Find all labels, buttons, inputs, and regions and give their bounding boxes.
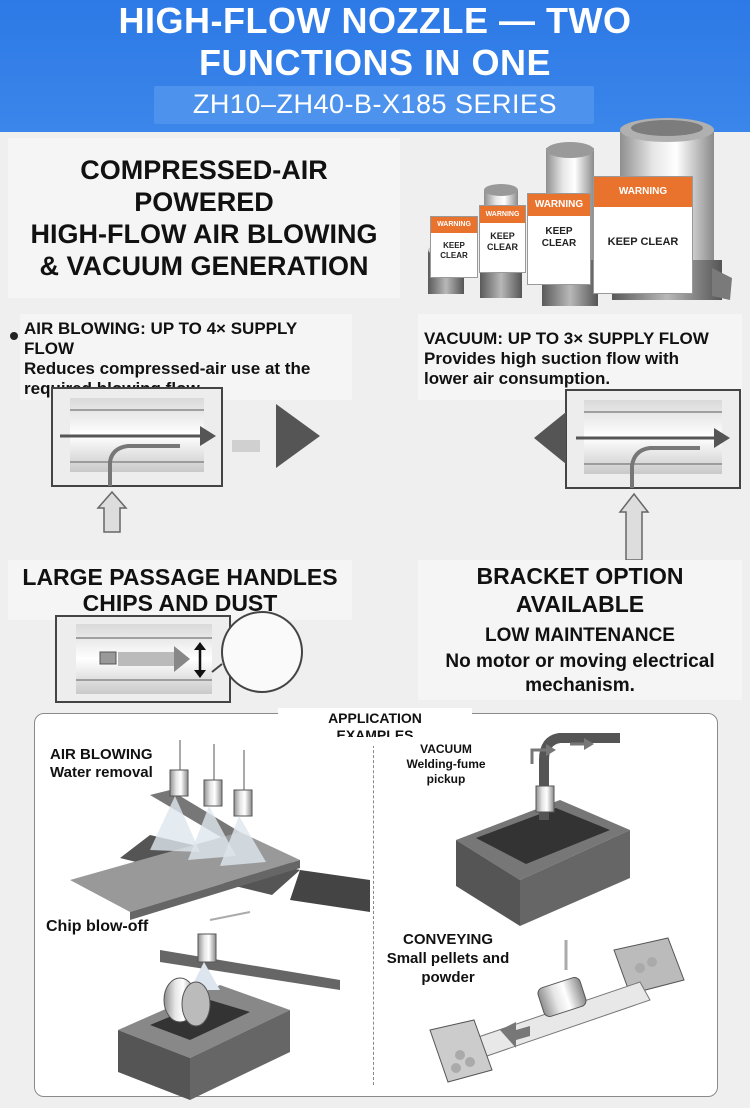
- page-header: HIGH-FLOW NOZZLE — TWO FUNCTIONS IN ONE …: [0, 0, 750, 132]
- chip-blowoff-illustration: [118, 911, 340, 1100]
- app-air-blowing-label: AIR BLOWING Water removal: [50, 746, 153, 782]
- series-bar: [154, 86, 594, 124]
- warning-tag-body: KEEP CLEAR: [440, 241, 468, 260]
- panel-divider: [373, 735, 374, 1085]
- maintenance-desc-line2: mechanism.: [525, 675, 635, 696]
- warning-tag-body: KEEP CLEAR: [541, 226, 577, 249]
- intro-line3: HIGH-FLOW AIR BLOWING: [30, 219, 378, 249]
- app-air-blowing-title: AIR BLOWING: [50, 746, 153, 763]
- bracket-heading: BRACKET OPTION AVAILABLE: [418, 562, 742, 618]
- app-vacuum-label: VACUUM Welding-fume pickup: [384, 742, 508, 787]
- app-conveying-label: CONVEYING Small pellets and powder: [376, 930, 520, 987]
- bracket-line2: AVAILABLE: [515, 591, 645, 617]
- passage-heading: LARGE PASSAGE HANDLES CHIPS AND DUST: [8, 564, 352, 616]
- warning-tag-2: WARNING KEEP CLEAR: [479, 205, 526, 273]
- intro-line1: COMPRESSED-AIR: [80, 155, 328, 185]
- series-label: ZH10–ZH40-B-X185 SERIES: [192, 89, 558, 119]
- passage-line2: CHIPS AND DUST: [82, 590, 278, 616]
- maintenance-desc-line1: No motor or moving electrical: [445, 651, 715, 672]
- vacuum-title: VACUUM: UP TO 3× SUPPLY FLOW: [424, 329, 709, 348]
- app-vacuum-title: VACUUM: [420, 742, 472, 756]
- air-blowing-title: AIR BLOWING: UP TO 4× SUPPLY FLOW: [24, 319, 354, 359]
- bracket-box: [418, 560, 742, 700]
- warning-tag-3: WARNING KEEP CLEAR: [527, 193, 591, 285]
- warning-tag-header: WARNING: [431, 217, 477, 233]
- air-blowing-title-line1: AIR BLOWING: UP TO 4× SUPPLY: [24, 319, 298, 338]
- passage-line1: LARGE PASSAGE HANDLES: [22, 564, 338, 590]
- warning-tag-body: KEEP CLEAR: [607, 236, 679, 248]
- conveying-illustration: [429, 937, 685, 1083]
- air-blowing-desc-line1: Reduces compressed-air use at the: [24, 359, 311, 378]
- page-title: HIGH-FLOW NOZZLE — TWO FUNCTIONS IN ONE: [0, 0, 750, 84]
- app-conveying-sub2: powder: [421, 969, 475, 986]
- application-title-line1: APPLICATION: [328, 710, 422, 726]
- app-air-blowing-sub: Water removal: [50, 764, 153, 781]
- app-conveying-title: CONVEYING: [402, 931, 493, 948]
- warning-tag-1: WARNING KEEP CLEAR: [430, 216, 478, 278]
- app-vacuum-sub1: Welding-fume: [406, 757, 486, 771]
- bullet-dot: [10, 332, 18, 340]
- air-blowing-box: [20, 314, 352, 400]
- warning-tag-body: KEEP CLEAR: [487, 231, 518, 252]
- page-title-line2: FUNCTIONS IN ONE: [198, 42, 551, 83]
- vacuum-box: [418, 314, 742, 400]
- warning-tag-header: WARNING: [528, 194, 590, 216]
- intro-line2: POWERED: [134, 187, 274, 217]
- passage-box: [8, 560, 352, 620]
- water-removal-illustration: [70, 740, 370, 920]
- intro-heading: COMPRESSED-AIR POWERED HIGH-FLOW AIR BLO…: [8, 154, 400, 282]
- app-conveying-sub1: Small pellets and: [386, 950, 510, 967]
- application-title-line2: EXAMPLES: [336, 727, 414, 737]
- maintenance-desc: No motor or moving electrical mechanism.: [418, 650, 742, 698]
- warning-tag-header: WARNING: [594, 177, 692, 207]
- maintenance-title: LOW MAINTENANCE: [485, 625, 675, 646]
- intro-line4: & VACUUM GENERATION: [39, 251, 369, 281]
- warning-tag-4: WARNING KEEP CLEAR: [593, 176, 693, 294]
- vacuum-desc-line1: Provides high suction flow with: [424, 349, 680, 368]
- vacuum-desc: Provides high suction flow with lower ai…: [424, 349, 744, 389]
- intro-box: [8, 138, 400, 298]
- welding-fume-illustration: [456, 733, 630, 926]
- app-chip-label: Chip blow-off: [46, 918, 149, 935]
- app-vacuum-sub2: pickup: [426, 772, 466, 786]
- air-blowing-title-line2: FLOW: [24, 339, 75, 358]
- vacuum-desc-line2: lower air consumption.: [424, 369, 611, 388]
- application-title: APPLICATION EXAMPLES: [278, 708, 472, 746]
- warning-tag-header: WARNING: [480, 206, 525, 223]
- page-title-line1: HIGH-FLOW NOZZLE — TWO: [118, 0, 632, 41]
- bracket-line1: BRACKET OPTION: [476, 563, 684, 589]
